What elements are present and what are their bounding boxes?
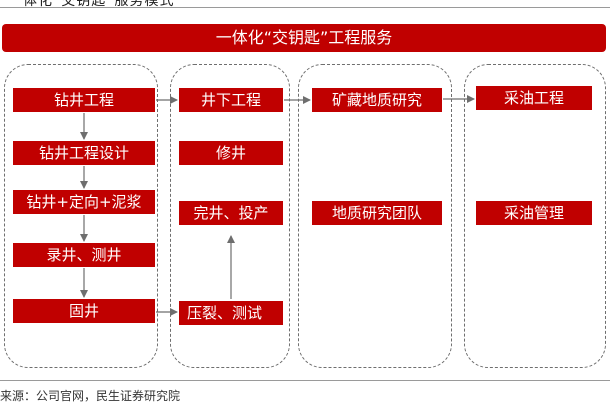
node-oil-production-management: 采油管理 — [476, 201, 592, 225]
banner-title: 一体化“交钥匙”工程服务 — [2, 24, 606, 52]
node-logging: 录井、测井 — [13, 243, 155, 267]
node-geology-research: 矿藏地质研究 — [312, 88, 442, 112]
node-workover: 修井 — [179, 141, 283, 165]
source-note: 来源：公司官网，民生证券研究院 — [0, 389, 181, 403]
top-rule — [0, 7, 610, 8]
node-oil-production-engineering: 采油工程 — [476, 86, 592, 110]
group-drilling — [4, 64, 158, 368]
node-completion: 完井、投产 — [179, 201, 283, 225]
node-downhole-engineering: 井下工程 — [179, 88, 283, 112]
node-cementing: 固井 — [13, 299, 155, 323]
node-drilling-engineering: 钻井工程 — [13, 88, 155, 112]
node-drilling-design: 钻井工程设计 — [13, 141, 155, 165]
group-production — [464, 64, 606, 368]
node-geology-team: 地质研究团队 — [312, 201, 442, 225]
top-title-text: 一体化“交钥匙”服务模式 — [8, 0, 175, 8]
group-downhole — [170, 64, 290, 368]
group-geology — [298, 64, 452, 368]
top-title-fragment: 一体化“交钥匙”服务模式 — [0, 0, 610, 8]
bottom-rule — [0, 380, 610, 381]
node-fracturing: 压裂、测试 — [179, 301, 283, 325]
node-drilling-directional-mud: 钻井+定向+泥浆 — [13, 190, 155, 214]
